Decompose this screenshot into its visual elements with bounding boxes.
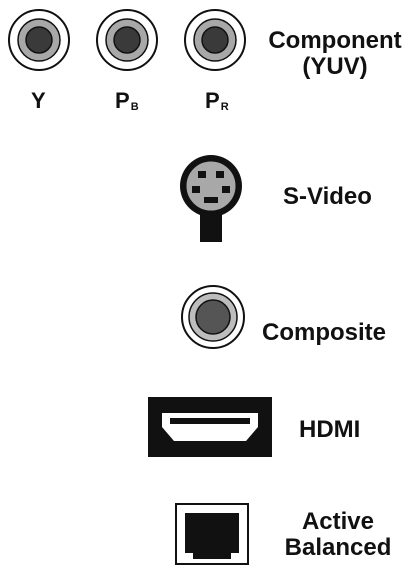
rj45-port-icon	[175, 503, 249, 565]
channel-label-pb: PB	[115, 88, 139, 113]
composite-jack-icon	[181, 285, 245, 349]
component-connector-group: Y PB PR Component (YUV)	[0, 0, 414, 130]
channel-label-y: Y	[31, 88, 46, 113]
rca-jack-pb-icon	[96, 9, 158, 71]
active-balanced-connector-group: Active Balanced	[0, 495, 414, 571]
rca-jack-y-icon	[8, 9, 70, 71]
rca-jack-pr-icon	[184, 9, 246, 71]
channel-label-pr: PR	[205, 88, 229, 113]
component-label: Component (YUV)	[256, 27, 414, 81]
hdmi-label: HDMI	[299, 416, 361, 443]
active-balanced-label: Active Balanced	[268, 508, 408, 562]
hdmi-port-icon	[148, 397, 272, 457]
svideo-jack-icon	[180, 155, 242, 242]
composite-connector-group: Composite	[0, 280, 414, 370]
component-label-line1: Component	[268, 27, 402, 54]
hdmi-connector-group: HDMI	[0, 390, 414, 470]
svideo-label: S-Video	[283, 183, 372, 210]
component-label-line2: (YUV)	[302, 53, 368, 81]
active-balanced-label-line2: Balanced	[284, 534, 392, 562]
svideo-connector-group: S-Video	[0, 150, 414, 250]
active-balanced-label-line1: Active	[301, 508, 375, 535]
composite-label: Composite	[262, 319, 387, 346]
